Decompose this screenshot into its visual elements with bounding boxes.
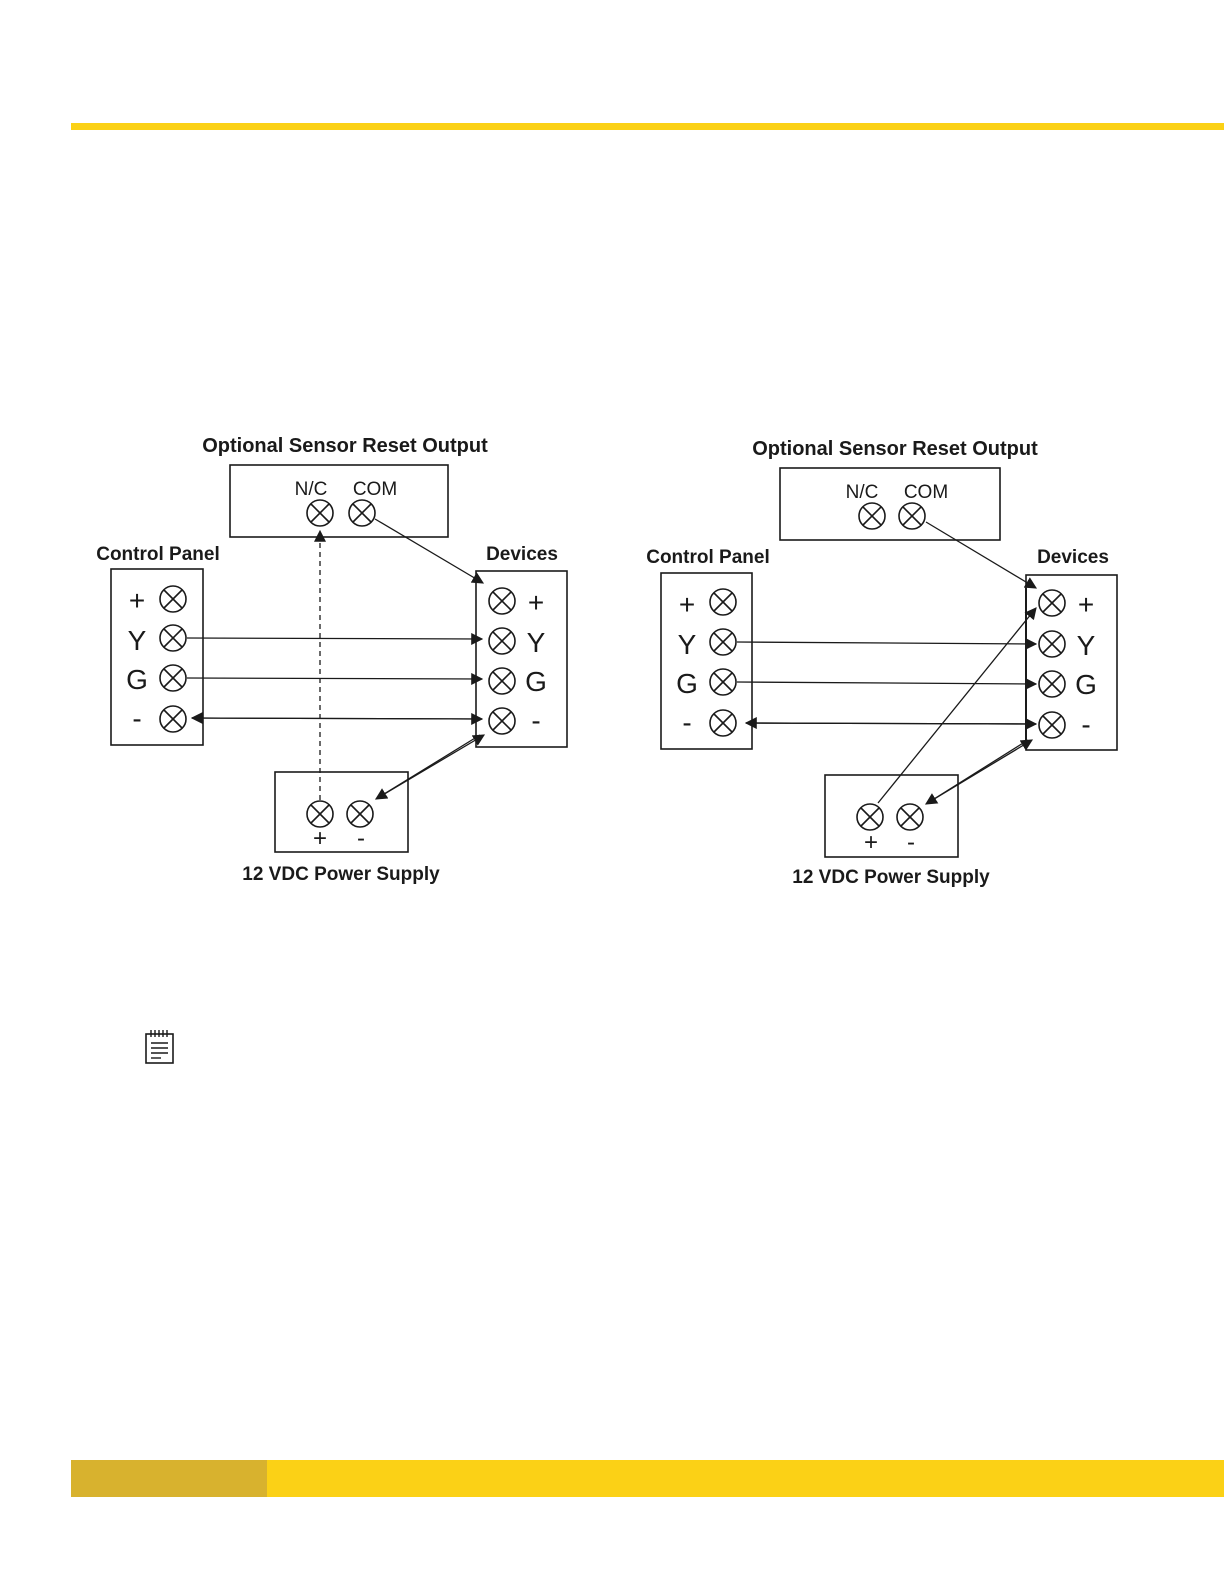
wire-g — [737, 682, 1036, 684]
com-terminal — [899, 503, 925, 529]
control-panel-title: Control Panel — [96, 544, 220, 565]
nc-terminal — [307, 500, 333, 526]
devices-title: Devices — [1037, 547, 1109, 568]
panel-terminal-label-g: G — [126, 664, 148, 695]
panel-terminal-g — [710, 669, 736, 695]
power-minus-label: - — [907, 829, 915, 856]
nc-label: N/C — [846, 482, 879, 503]
device-terminal-y — [1039, 631, 1065, 657]
wire-power-plus-to-device-plus — [878, 608, 1036, 803]
device-terminal-g — [489, 668, 515, 694]
power-terminal-plus — [857, 804, 883, 830]
footer-bar — [267, 1460, 1224, 1497]
panel-terminal-label-y: Y — [678, 629, 697, 660]
device-terminal-y — [489, 628, 515, 654]
panel-terminal-plus — [710, 589, 736, 615]
wire-y — [187, 638, 482, 639]
device-terminal-label-g: G — [525, 666, 547, 697]
wiring-diagram-sensor-reset: Optional Sensor Reset Output N/C COM Con… — [80, 425, 580, 895]
panel-terminal-minus — [160, 706, 186, 732]
wire-minus-to-device — [746, 723, 1036, 724]
panel-terminal-g — [160, 665, 186, 691]
device-terminal-minus — [1039, 712, 1065, 738]
sensor-reset-title: Optional Sensor Reset Output — [752, 438, 1038, 460]
sensor-reset-box — [780, 468, 1000, 540]
control-panel-box — [661, 573, 752, 749]
panel-terminal-label-y: Y — [128, 625, 147, 656]
sensor-reset-box — [230, 465, 448, 537]
power-plus-label: + — [313, 825, 327, 852]
devices-title: Devices — [486, 544, 558, 565]
device-terminal-label-minus: - — [531, 705, 540, 736]
panel-terminal-label-plus: + — [129, 585, 145, 616]
panel-terminal-plus — [160, 586, 186, 612]
power-terminal-minus — [897, 804, 923, 830]
control-panel-title: Control Panel — [646, 547, 770, 568]
nc-terminal — [859, 503, 885, 529]
header-rule — [71, 123, 1224, 130]
device-terminal-label-y: Y — [527, 627, 546, 658]
power-terminal-minus — [347, 801, 373, 827]
com-terminal — [349, 500, 375, 526]
device-terminal-label-plus: + — [528, 587, 544, 618]
device-terminal-plus — [1039, 590, 1065, 616]
panel-terminal-label-minus: - — [682, 707, 691, 738]
device-terminal-minus — [489, 708, 515, 734]
power-supply-box — [275, 772, 408, 852]
power-plus-label: + — [864, 829, 878, 856]
panel-terminal-label-minus: - — [132, 703, 141, 734]
wire-g — [187, 678, 482, 679]
device-terminal-label-g: G — [1075, 669, 1097, 700]
control-panel-box — [111, 569, 203, 745]
device-terminal-label-y: Y — [1077, 630, 1096, 661]
footer-bar-accent — [71, 1460, 267, 1497]
panel-terminal-label-g: G — [676, 668, 698, 699]
power-terminal-plus — [307, 801, 333, 827]
wire-power-minus-to-device — [376, 735, 484, 799]
device-terminal-label-plus: + — [1078, 589, 1094, 620]
panel-terminal-y — [160, 625, 186, 651]
wires — [187, 519, 484, 800]
device-terminal-plus — [489, 588, 515, 614]
power-supply-title: 12 VDC Power Supply — [242, 864, 440, 885]
device-terminal-g — [1039, 671, 1065, 697]
com-label: COM — [353, 479, 397, 500]
panel-terminal-y — [710, 629, 736, 655]
sensor-reset-title: Optional Sensor Reset Output — [202, 435, 488, 457]
nc-label: N/C — [295, 479, 328, 500]
com-label: COM — [904, 482, 948, 503]
wires — [737, 522, 1036, 804]
wire-power-minus-to-device — [926, 740, 1032, 804]
power-supply-title: 12 VDC Power Supply — [792, 867, 990, 888]
panel-terminal-minus — [710, 710, 736, 736]
panel-terminal-label-plus: + — [679, 589, 695, 620]
notepad-icon — [143, 1028, 177, 1066]
wire-y — [737, 642, 1036, 644]
power-minus-label: - — [357, 825, 365, 852]
wire-minus-to-device — [192, 718, 482, 719]
device-terminal-label-minus: - — [1081, 709, 1090, 740]
wiring-diagram-direct-power: Optional Sensor Reset Output N/C COM Con… — [630, 428, 1130, 898]
